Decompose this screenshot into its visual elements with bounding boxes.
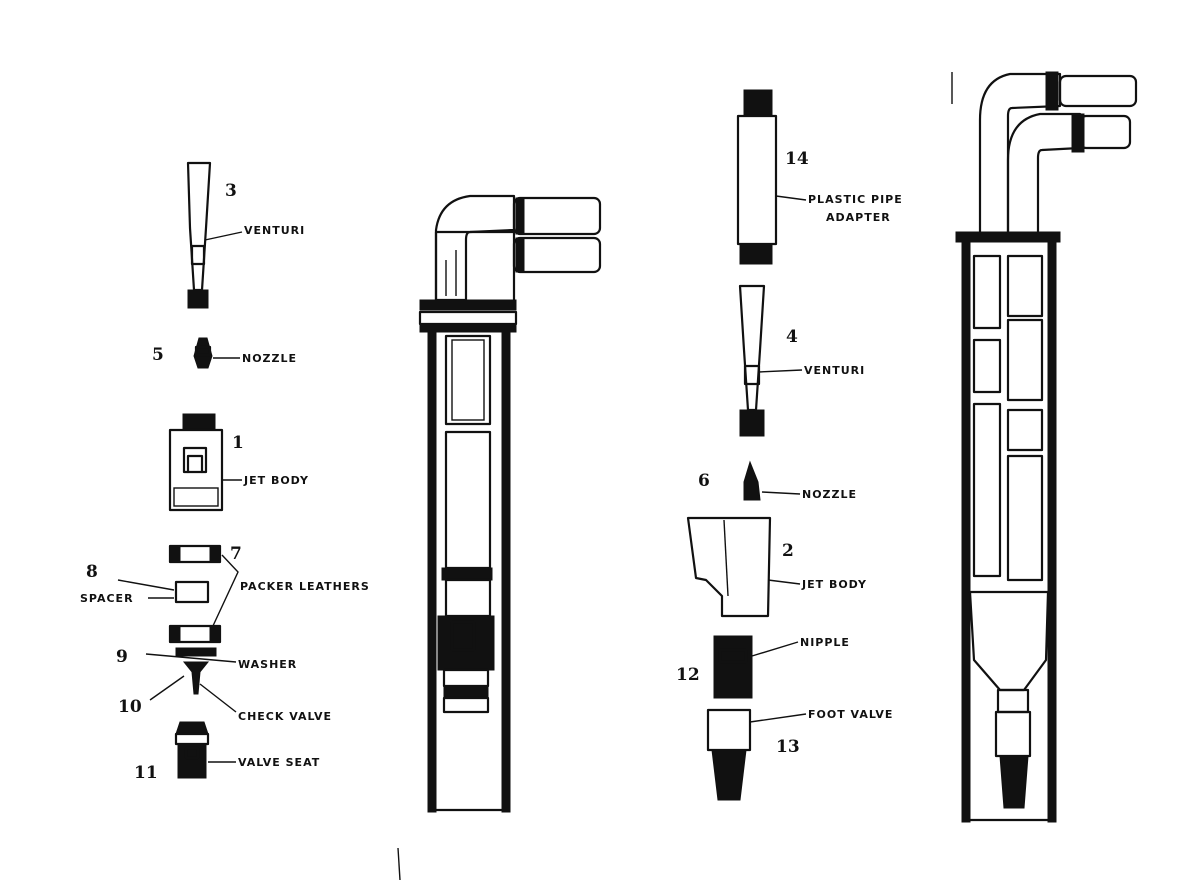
spacer-label: SPACER xyxy=(80,592,134,605)
plastic-pipe-adapter-icon xyxy=(736,89,778,265)
jet-body-left-label: JET BODY xyxy=(243,474,309,487)
washer-icon xyxy=(175,647,217,657)
venturi-left-icon xyxy=(186,161,212,309)
plastic-pipe-adapter-label-2: ADAPTER xyxy=(826,211,891,224)
washer-label: WASHER xyxy=(238,658,297,671)
jet-body-left-icon xyxy=(168,413,224,512)
packer-leathers-number: 7 xyxy=(230,544,242,564)
valve-seat-label: VALVE SEAT xyxy=(238,756,320,769)
check-valve-label: CHECK VALVE xyxy=(238,710,332,723)
nozzle-right-label: NOZZLE xyxy=(802,488,857,501)
foot-valve-jet-assembly-icon xyxy=(955,71,1138,823)
foot-valve-label: FOOT VALVE xyxy=(808,708,893,721)
jet-body-right-icon xyxy=(686,516,772,618)
venturi-left-label: VENTURI xyxy=(244,224,305,237)
nozzle-left-number: 5 xyxy=(152,345,164,365)
plastic-pipe-adapter-label-1: PLASTIC PIPE xyxy=(808,193,903,206)
venturi-right-icon xyxy=(738,284,766,437)
venturi-left-number: 3 xyxy=(225,181,237,201)
nozzle-left-icon xyxy=(193,337,213,369)
nipple-icon xyxy=(713,635,753,699)
washer-number: 9 xyxy=(116,647,128,667)
packer-leather-upper-icon xyxy=(168,544,222,564)
valve-seat-icon xyxy=(174,721,210,779)
nipple-number: 12 xyxy=(676,665,700,685)
nozzle-right-number: 6 xyxy=(698,471,710,491)
check-valve-icon xyxy=(182,661,210,695)
venturi-right-number: 4 xyxy=(786,327,798,347)
nipple-label: NIPPLE xyxy=(800,636,850,649)
plastic-pipe-adapter-number: 14 xyxy=(785,149,809,169)
spacer-icon xyxy=(174,580,210,604)
nozzle-right-icon xyxy=(743,460,761,501)
packer-jet-assembly-icon xyxy=(418,194,602,813)
spacer-number: 8 xyxy=(86,562,98,582)
packer-leather-lower-icon xyxy=(168,624,222,644)
check-valve-number: 10 xyxy=(118,697,142,717)
jet-body-left-number: 1 xyxy=(232,433,244,453)
jet-body-right-number: 2 xyxy=(782,541,794,561)
nozzle-left-label: NOZZLE xyxy=(242,352,297,365)
packer-leathers-label: PACKER LEATHERS xyxy=(240,580,370,593)
venturi-right-label: VENTURI xyxy=(804,364,865,377)
valve-seat-number: 11 xyxy=(134,763,158,783)
foot-valve-icon xyxy=(706,708,752,801)
foot-valve-number: 13 xyxy=(776,737,800,757)
jet-body-right-label: JET BODY xyxy=(801,578,867,591)
